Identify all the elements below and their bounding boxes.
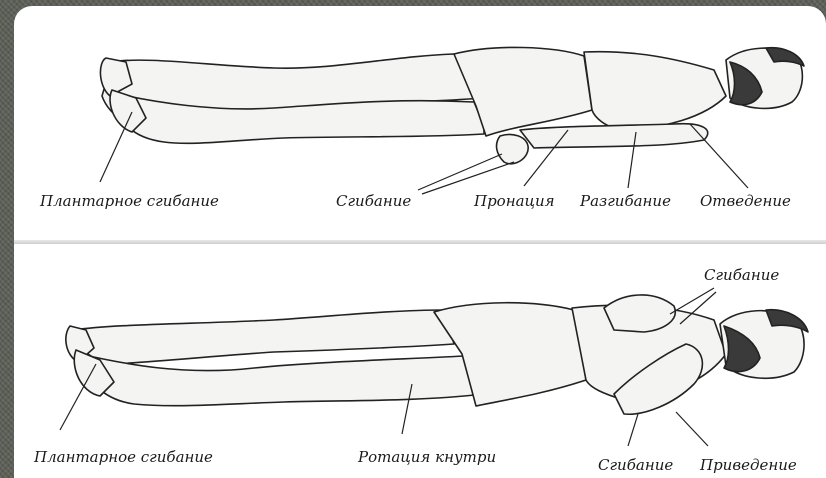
leader-flexion-lower — [628, 414, 638, 446]
label-plantar-flexion-top: Плантарное сгибание — [40, 192, 219, 210]
forearm-upper — [604, 295, 675, 332]
label-plantar-flexion-bottom: Плантарное сгибание — [34, 448, 213, 466]
label-flexion-top-right: Сгибание — [704, 266, 779, 284]
bottom-panel: Сгибание Плантарное сгибание Ротация кну… — [14, 244, 826, 478]
leader-adduction — [676, 412, 708, 446]
label-pronation: Пронация — [474, 192, 555, 210]
leader-flexion-2 — [422, 162, 514, 194]
label-adduction: Приведение — [700, 456, 797, 474]
upper-leg — [74, 310, 454, 364]
label-flexion-bottom: Сгибание — [598, 456, 673, 474]
label-abduction: Отведение — [700, 192, 791, 210]
label-flexion-top: Сгибание — [336, 192, 411, 210]
torso — [584, 52, 726, 130]
hand — [497, 134, 529, 163]
leader-flexion-1 — [418, 154, 502, 190]
leader-flexion-bottom-1 — [670, 288, 714, 314]
top-panel: Плантарное сгибание Сгибание Пронация Ра… — [14, 6, 826, 240]
arm — [520, 124, 708, 148]
illustration-frame: Плантарное сгибание Сгибание Пронация Ра… — [14, 6, 826, 478]
leader-abduction — [690, 124, 748, 188]
leader-plantar-flexion — [100, 112, 132, 182]
label-extension: Разгибание — [580, 192, 671, 210]
label-internal-rotation: Ротация кнутри — [358, 448, 496, 466]
